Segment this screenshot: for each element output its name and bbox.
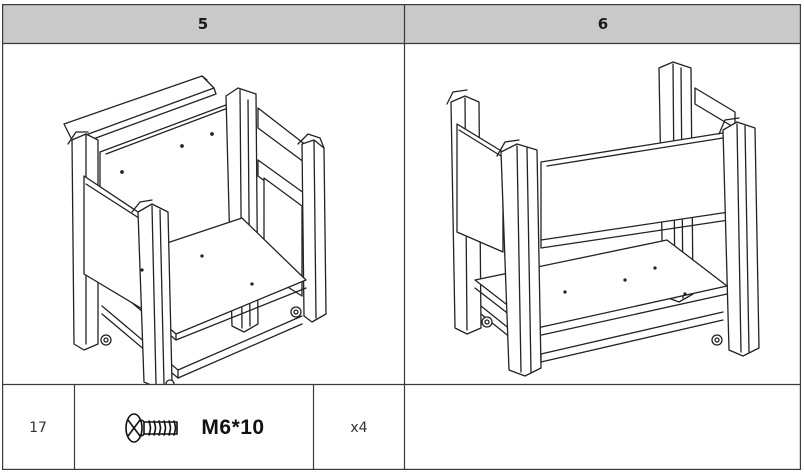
step-5-cabinet-frame-drawing [63,75,327,384]
part-index: 17 [29,419,47,436]
part-name: M6*10 [201,415,265,439]
step-6-illustration-panel [405,44,801,384]
step-6-cabinet-frame-drawing [446,61,760,377]
step-6-header: 6 [405,4,801,43]
step-5-number: 5 [197,14,209,33]
step-6-number: 6 [597,14,609,33]
step-5-header: 5 [2,4,404,43]
step-5-illustration-panel [2,44,404,384]
screw-icon [125,412,179,443]
part-description-cell: M6*10 [75,385,313,470]
assembly-instruction-sheet: 5 6 [2,4,801,470]
empty-cell [405,385,801,470]
part-quantity: x4 [350,419,368,436]
part-quantity-cell: x4 [314,385,404,470]
part-index-cell: 17 [2,385,74,470]
